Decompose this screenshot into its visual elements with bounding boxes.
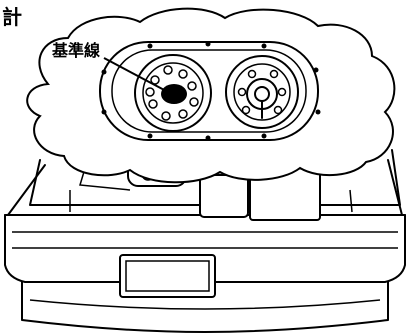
corner-label: 計	[2, 5, 22, 29]
left-lamp	[134, 54, 212, 132]
reference-leader-line	[103, 57, 169, 93]
right-lamp	[225, 55, 299, 129]
reference-mark	[161, 84, 187, 104]
license-plate	[119, 254, 216, 298]
reference-line-label: 基準線	[51, 41, 100, 60]
